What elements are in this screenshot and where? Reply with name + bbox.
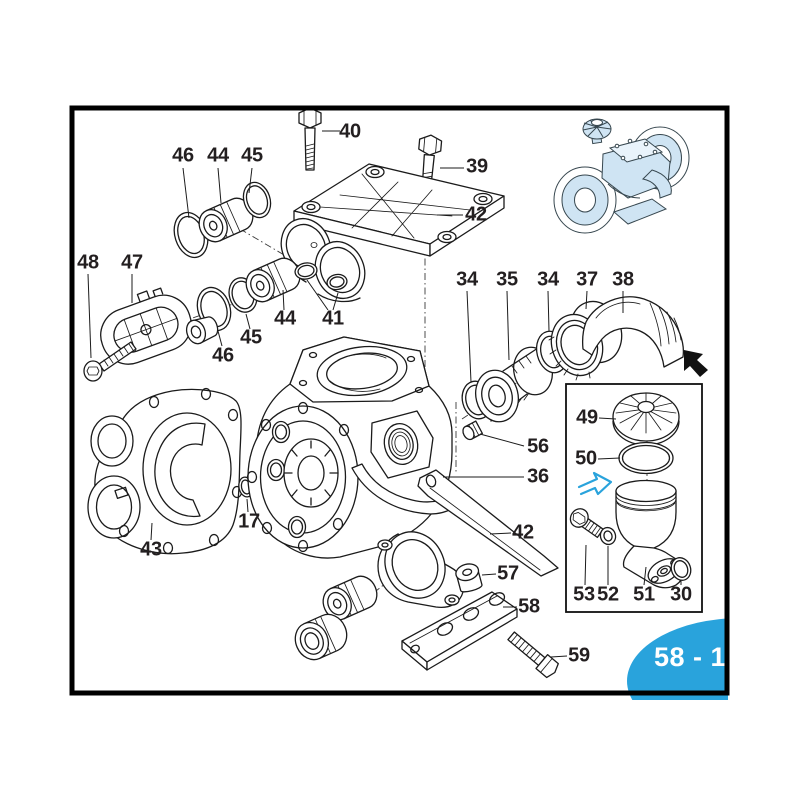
leader-line-34 — [547, 290, 550, 332]
part-oring-45-top — [242, 181, 272, 219]
leader-line-51 — [643, 566, 647, 586]
leader-line-17 — [246, 498, 249, 513]
leader-lines-layer — [87, 130, 682, 658]
leader-line-59 — [550, 655, 568, 658]
page-badge: 58 - 1 — [627, 618, 728, 700]
leader-line-44 — [217, 167, 222, 204]
leader-line-44 — [282, 289, 285, 311]
leader-line-43 — [150, 522, 153, 541]
part-pump-body — [246, 336, 467, 559]
leader-line-49 — [598, 417, 617, 420]
leader-line-56 — [479, 433, 525, 447]
part-valve-44-bottom — [322, 575, 378, 621]
part-valve-44-top — [198, 197, 254, 243]
page-badge-label: 58 - 1 — [654, 642, 726, 672]
part-grub-screw-56 — [462, 420, 483, 441]
leader-line-48 — [87, 273, 92, 359]
leader-line-37 — [585, 290, 588, 310]
inset-detail-box — [565, 383, 703, 613]
part-head-42-lower — [377, 469, 559, 609]
leader-line-41 — [306, 279, 329, 311]
part-washer-52 — [599, 526, 617, 546]
leader-line-46 — [217, 330, 223, 347]
part-filter-cap-49 — [612, 392, 680, 446]
part-filter-bowl-51 — [615, 479, 685, 589]
leader-line-41 — [332, 292, 339, 311]
part-oring-30 — [670, 557, 692, 581]
part-cap-bottom — [294, 613, 348, 661]
leader-line-57 — [481, 573, 497, 576]
leader-line-35 — [506, 290, 510, 361]
part-damper-57 — [455, 563, 483, 593]
part-bolt-53 — [569, 508, 604, 539]
part-bracket-58 — [401, 591, 518, 671]
leader-line-42 — [489, 532, 512, 535]
part-hose-38 — [581, 296, 685, 368]
leader-line-53 — [584, 544, 587, 586]
part-bolt-48 — [83, 341, 137, 382]
part-oring-41-a — [294, 262, 318, 280]
part-oring-50 — [618, 441, 674, 475]
part-valve-44-lower — [245, 257, 301, 303]
leader-line-45 — [248, 167, 253, 194]
part-crankcase-43 — [87, 387, 243, 555]
diagram-frame — [69, 105, 730, 696]
leader-line-46 — [182, 167, 190, 219]
leader-line-45 — [245, 313, 251, 330]
part-bolt-59 — [507, 631, 559, 679]
flow-direction-arrow-icon — [684, 350, 708, 377]
insert-direction-arrow-icon — [577, 471, 613, 496]
product-thumbnail — [553, 118, 690, 234]
part-oring-41-b — [326, 273, 348, 291]
part-bolt-40 — [298, 107, 322, 171]
leader-line-34 — [466, 290, 472, 383]
part-head-42-top — [280, 163, 505, 303]
leader-line-50 — [597, 457, 621, 460]
